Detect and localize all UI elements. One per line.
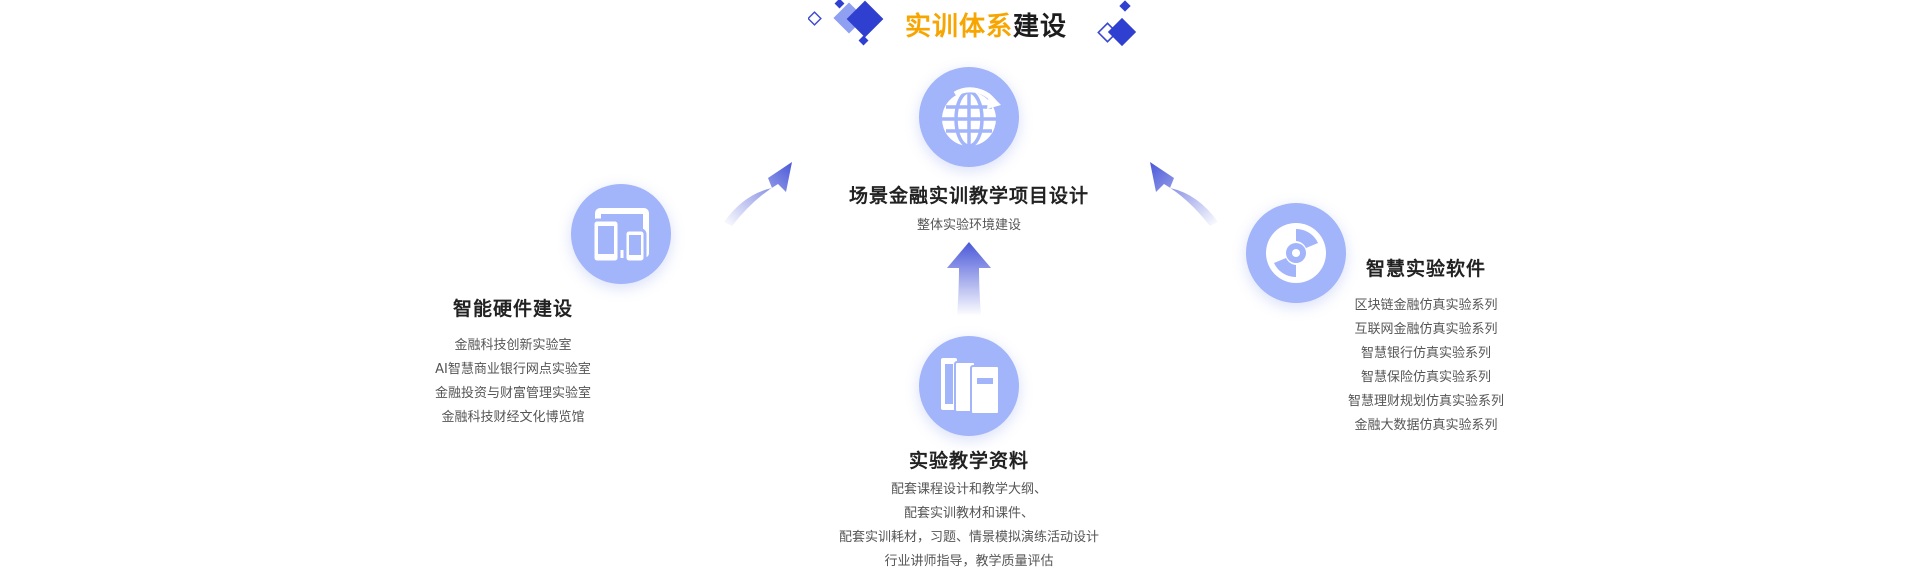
list-item: 智慧银行仿真实验系列 (1360, 346, 1491, 361)
list-item: 智慧理财规划仿真实验系列 (1347, 394, 1504, 409)
left-heading: 智能硬件建设 (452, 298, 573, 320)
right-heading: 智慧实验软件 (1365, 258, 1486, 280)
arrow-bottom-to-center (947, 242, 991, 316)
list-item: 金融投资与财富管理实验室 (434, 386, 591, 401)
right-node-circle (1246, 203, 1346, 303)
list-item: 金融科技财经文化博览馆 (441, 410, 585, 425)
list-item: AI智慧商业银行网点实验室 (435, 362, 591, 377)
arrow-left-to-center (724, 162, 792, 226)
bottom-heading: 实验教学资料 (908, 450, 1029, 472)
list-item: 配套课程设计和教学大纲、 (890, 482, 1047, 497)
center-node-circle (919, 67, 1019, 167)
list-item: 金融科技创新实验室 (454, 338, 572, 353)
list-item: 智慧保险仿真实验系列 (1360, 370, 1491, 385)
title-highlight: 实训体系 (905, 12, 1014, 42)
bottom-node-circle (919, 336, 1019, 436)
center-heading: 场景金融实训教学项目设计 (849, 185, 1090, 207)
left-node-circle (571, 184, 671, 284)
list-item: 金融大数据仿真实验系列 (1354, 418, 1498, 433)
list-item: 互联网金融仿真实验系列 (1354, 322, 1498, 337)
books-icon (941, 358, 1000, 415)
list-item: 配套实训耗材，习题、情景模拟演练活动设计 (838, 530, 1099, 545)
list-item: 行业讲师指导，教学质量评估 (884, 554, 1054, 568)
list-item: 区块链金融仿真实验系列 (1354, 298, 1498, 313)
disc-icon (1266, 223, 1326, 283)
center-subtext: 整体实验环境建设 (916, 218, 1021, 233)
title-rest: 建设 (1013, 12, 1068, 42)
page-title: 实训体系建设 (905, 6, 1068, 42)
devices-icon (591, 208, 649, 264)
title-decoration-left (807, 0, 888, 50)
arrow-right-to-center (1150, 162, 1218, 226)
list-item: 配套实训教材和课件、 (903, 506, 1034, 521)
title-decoration-right (1096, 0, 1156, 50)
right-item-list: 区块链金融仿真实验系列 互联网金融仿真实验系列 智慧银行仿真实验系列 智慧保险仿… (1306, 294, 1546, 438)
globe-icon (942, 87, 1001, 148)
bottom-item-list: 配套课程设计和教学大纲、 配套实训教材和课件、 配套实训耗材，习题、情景模拟演练… (769, 478, 1169, 568)
left-item-list: 金融科技创新实验室 AI智慧商业银行网点实验室 金融投资与财富管理实验室 金融科… (393, 334, 633, 430)
